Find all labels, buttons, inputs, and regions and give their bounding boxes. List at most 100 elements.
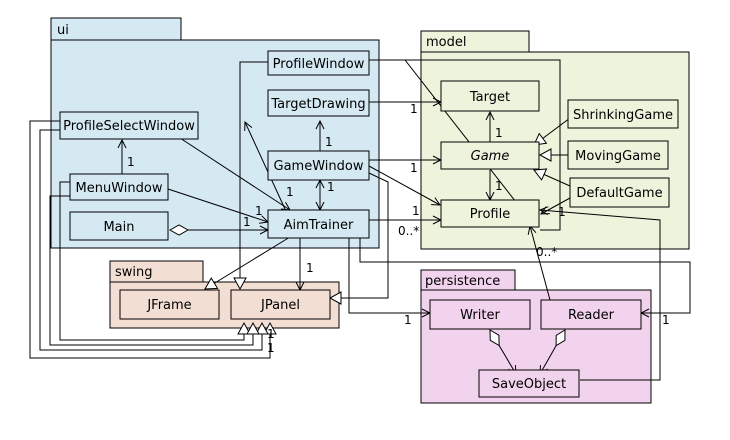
mult-main-at: 1 — [243, 215, 251, 229]
edge-default-profile — [541, 197, 571, 214]
class-label: DefaultGame — [576, 186, 662, 201]
mult-at-pw: 1 — [286, 185, 294, 199]
edge-psw-jframe — [39, 129, 269, 351]
mult-profile-reader: 0..* — [536, 245, 557, 259]
class-menu-window: MenuWindow — [69, 173, 169, 201]
package-persistence-label: persistence — [425, 274, 500, 289]
edge-psw-jpanel — [29, 120, 277, 359]
class-writer: Writer — [429, 299, 531, 330]
class-label: Profile — [470, 207, 510, 222]
class-target-drawing: TargetDrawing — [267, 89, 370, 117]
class-label: AimTrainer — [284, 218, 354, 233]
edge-menuwindow-aimtrainer — [167, 188, 268, 222]
class-profile-window: ProfileWindow — [267, 50, 370, 76]
class-box — [267, 50, 370, 76]
mult-default-profile: 1 — [558, 205, 566, 219]
edge-writer-saveobject — [490, 330, 516, 374]
edge-profilewindow-jpanel — [233, 61, 268, 291]
multiplicities: 1 1 1 1 1 1 1 1 1 1 1 0..* 1 0..* 1 1 1 … — [127, 102, 670, 355]
class-game: Game — [440, 141, 540, 170]
mult-game-profile: 1 — [495, 179, 503, 193]
class-reader: Reader — [540, 299, 642, 330]
class-label: Target — [469, 90, 510, 105]
class-box — [119, 289, 220, 320]
class-box — [267, 150, 370, 181]
class-target: Target — [440, 80, 540, 112]
mult-at-writer: 1 — [404, 313, 412, 327]
class-aim-trainer: AimTrainer — [267, 209, 370, 239]
edge-psw-aimtrainer — [179, 137, 290, 210]
edge-saveobject-profile — [540, 210, 661, 381]
class-label: ProfileWindow — [273, 57, 365, 72]
class-profile-select-window: ProfileSelectWindow — [59, 111, 199, 140]
package-swing-label: swing — [115, 265, 153, 280]
edge-default-game — [533, 168, 571, 187]
edge-menuwindow-jpanel — [59, 181, 251, 341]
class-label: Main — [103, 220, 134, 235]
class-label: JPanel — [260, 298, 300, 313]
mult-mw-psw: 1 — [127, 155, 135, 169]
edge-model-boundary — [405, 59, 561, 231]
package-model-label: model — [426, 35, 466, 50]
class-label: MenuWindow — [76, 181, 163, 196]
class-box — [267, 209, 370, 239]
mult-game-target: 1 — [495, 126, 503, 140]
class-box — [440, 141, 540, 170]
edge-reader-profile — [530, 226, 551, 301]
class-box — [440, 199, 540, 228]
edge-aimtrainer-jframe — [204, 236, 291, 290]
mult-gw-td: 1 — [325, 135, 333, 149]
class-label: GameWindow — [274, 159, 364, 174]
class-label: TargetDrawing — [270, 97, 365, 112]
class-box — [69, 211, 169, 241]
mult-gw-at: 1 — [327, 180, 335, 194]
class-label: Reader — [568, 308, 615, 323]
class-main: Main — [69, 211, 169, 241]
mult-gw-game: 1 — [410, 161, 418, 175]
class-box — [569, 177, 670, 208]
class-label: SaveObject — [492, 377, 566, 392]
class-default-game: DefaultGame — [569, 177, 670, 208]
mult-mw-at: 1 — [255, 204, 263, 218]
edges — [29, 59, 691, 381]
class-box — [440, 80, 540, 112]
class-box — [230, 289, 331, 320]
edge-shrinking-game — [533, 117, 571, 146]
class-label: MovingGame — [575, 149, 661, 164]
class-jpanel: JPanel — [230, 289, 331, 320]
class-box — [69, 173, 169, 201]
mult-reader-loop: 1 — [662, 313, 670, 327]
class-box — [567, 99, 679, 129]
mult-at-profile-1: 1 — [412, 204, 420, 218]
edge-gamewindow-profile — [368, 165, 440, 205]
edge-gamewindow-jpanel — [328, 172, 389, 305]
class-moving-game: MovingGame — [567, 140, 669, 170]
mult-at-jpanel: 1 — [306, 261, 314, 275]
edge-aimtrainer-reader — [359, 238, 691, 313]
package-ui-label: ui — [57, 23, 69, 38]
edge-main-jpanel — [49, 195, 260, 346]
class-box — [478, 369, 580, 398]
edge-aimtrainer-writer — [348, 238, 430, 313]
edge-aimtrainer-profilewindow — [245, 122, 286, 210]
mult-swing-2: 1 — [267, 341, 275, 355]
class-jframe: JFrame — [119, 289, 220, 320]
class-label: ShrinkingGame — [573, 108, 673, 123]
class-label: Writer — [460, 308, 500, 323]
class-shrinking-game: ShrinkingGame — [567, 99, 679, 129]
class-game-window: GameWindow — [267, 150, 370, 181]
mult-td-target: 1 — [410, 102, 418, 116]
class-box — [540, 299, 642, 330]
class-box — [567, 140, 669, 170]
class-label: ProfileSelectWindow — [63, 119, 195, 134]
mult-swing-1: 1 — [267, 327, 275, 341]
class-profile: Profile — [440, 199, 540, 228]
edge-reader-saveobject — [540, 330, 565, 374]
class-box — [59, 111, 199, 140]
class-box — [267, 89, 370, 117]
class-label: Game — [471, 149, 510, 164]
class-save-object: SaveObject — [478, 369, 580, 398]
class-box — [429, 299, 531, 330]
class-label: JFrame — [146, 298, 191, 313]
